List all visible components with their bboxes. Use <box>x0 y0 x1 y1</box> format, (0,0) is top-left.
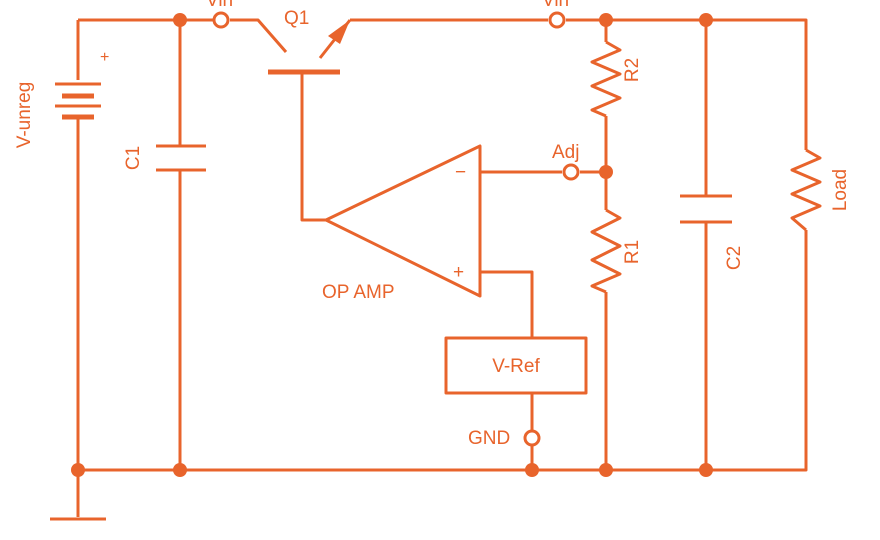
c1-label: C1 <box>123 146 144 170</box>
wire-vin-to-q1 <box>230 18 288 53</box>
junction-top-c2 <box>699 13 713 27</box>
vref-box <box>444 336 588 395</box>
vin-right-label: Vin <box>542 0 569 11</box>
opamp-label: OP AMP <box>322 282 395 303</box>
opamp-plus-label: + <box>453 262 464 283</box>
q1-label: Q1 <box>284 8 309 29</box>
wire-top-right <box>566 18 808 150</box>
gnd-label: GND <box>468 428 510 449</box>
adj-label: Adj <box>552 142 579 163</box>
resistor-load <box>790 148 822 232</box>
source-label: V-unreg <box>14 82 35 149</box>
source-plus-label: + <box>100 49 109 66</box>
vref-label: V-Ref <box>492 356 540 377</box>
vin-left-label: Vin <box>206 0 233 11</box>
r1-label: R1 <box>622 240 643 264</box>
wire-base-to-opamp <box>300 72 326 222</box>
junction-top-r2 <box>599 13 613 27</box>
opamp-triangle <box>324 144 482 298</box>
wire-bottom-rail <box>78 230 808 472</box>
junction-bottom-left <box>71 463 85 477</box>
junction-bottom-gnd <box>525 463 539 477</box>
vin-right-terminal <box>548 11 566 29</box>
transistor-q1 <box>268 19 352 75</box>
opamp-minus-label: − <box>455 162 466 183</box>
gnd-terminal <box>523 429 541 447</box>
resistor-r2 <box>590 40 622 118</box>
c2-label: C2 <box>724 246 745 270</box>
capacitor-c2 <box>680 194 732 224</box>
junction-bottom-c1 <box>173 463 187 477</box>
junction-bottom-c2 <box>699 463 713 477</box>
resistor-r1 <box>590 208 622 294</box>
junction-dots <box>71 13 713 477</box>
junction-top-c1 <box>173 13 187 27</box>
junction-bottom-r1 <box>599 463 613 477</box>
wire-opamp-plus-vref <box>480 270 534 338</box>
wires <box>76 18 808 517</box>
r2-label: R2 <box>622 58 643 82</box>
junction-adj <box>599 165 613 179</box>
vin-left-terminal <box>212 11 230 29</box>
capacitor-c1 <box>156 144 206 172</box>
adj-terminal <box>562 163 580 181</box>
battery-symbol <box>55 82 101 120</box>
load-label: Load <box>830 169 851 211</box>
